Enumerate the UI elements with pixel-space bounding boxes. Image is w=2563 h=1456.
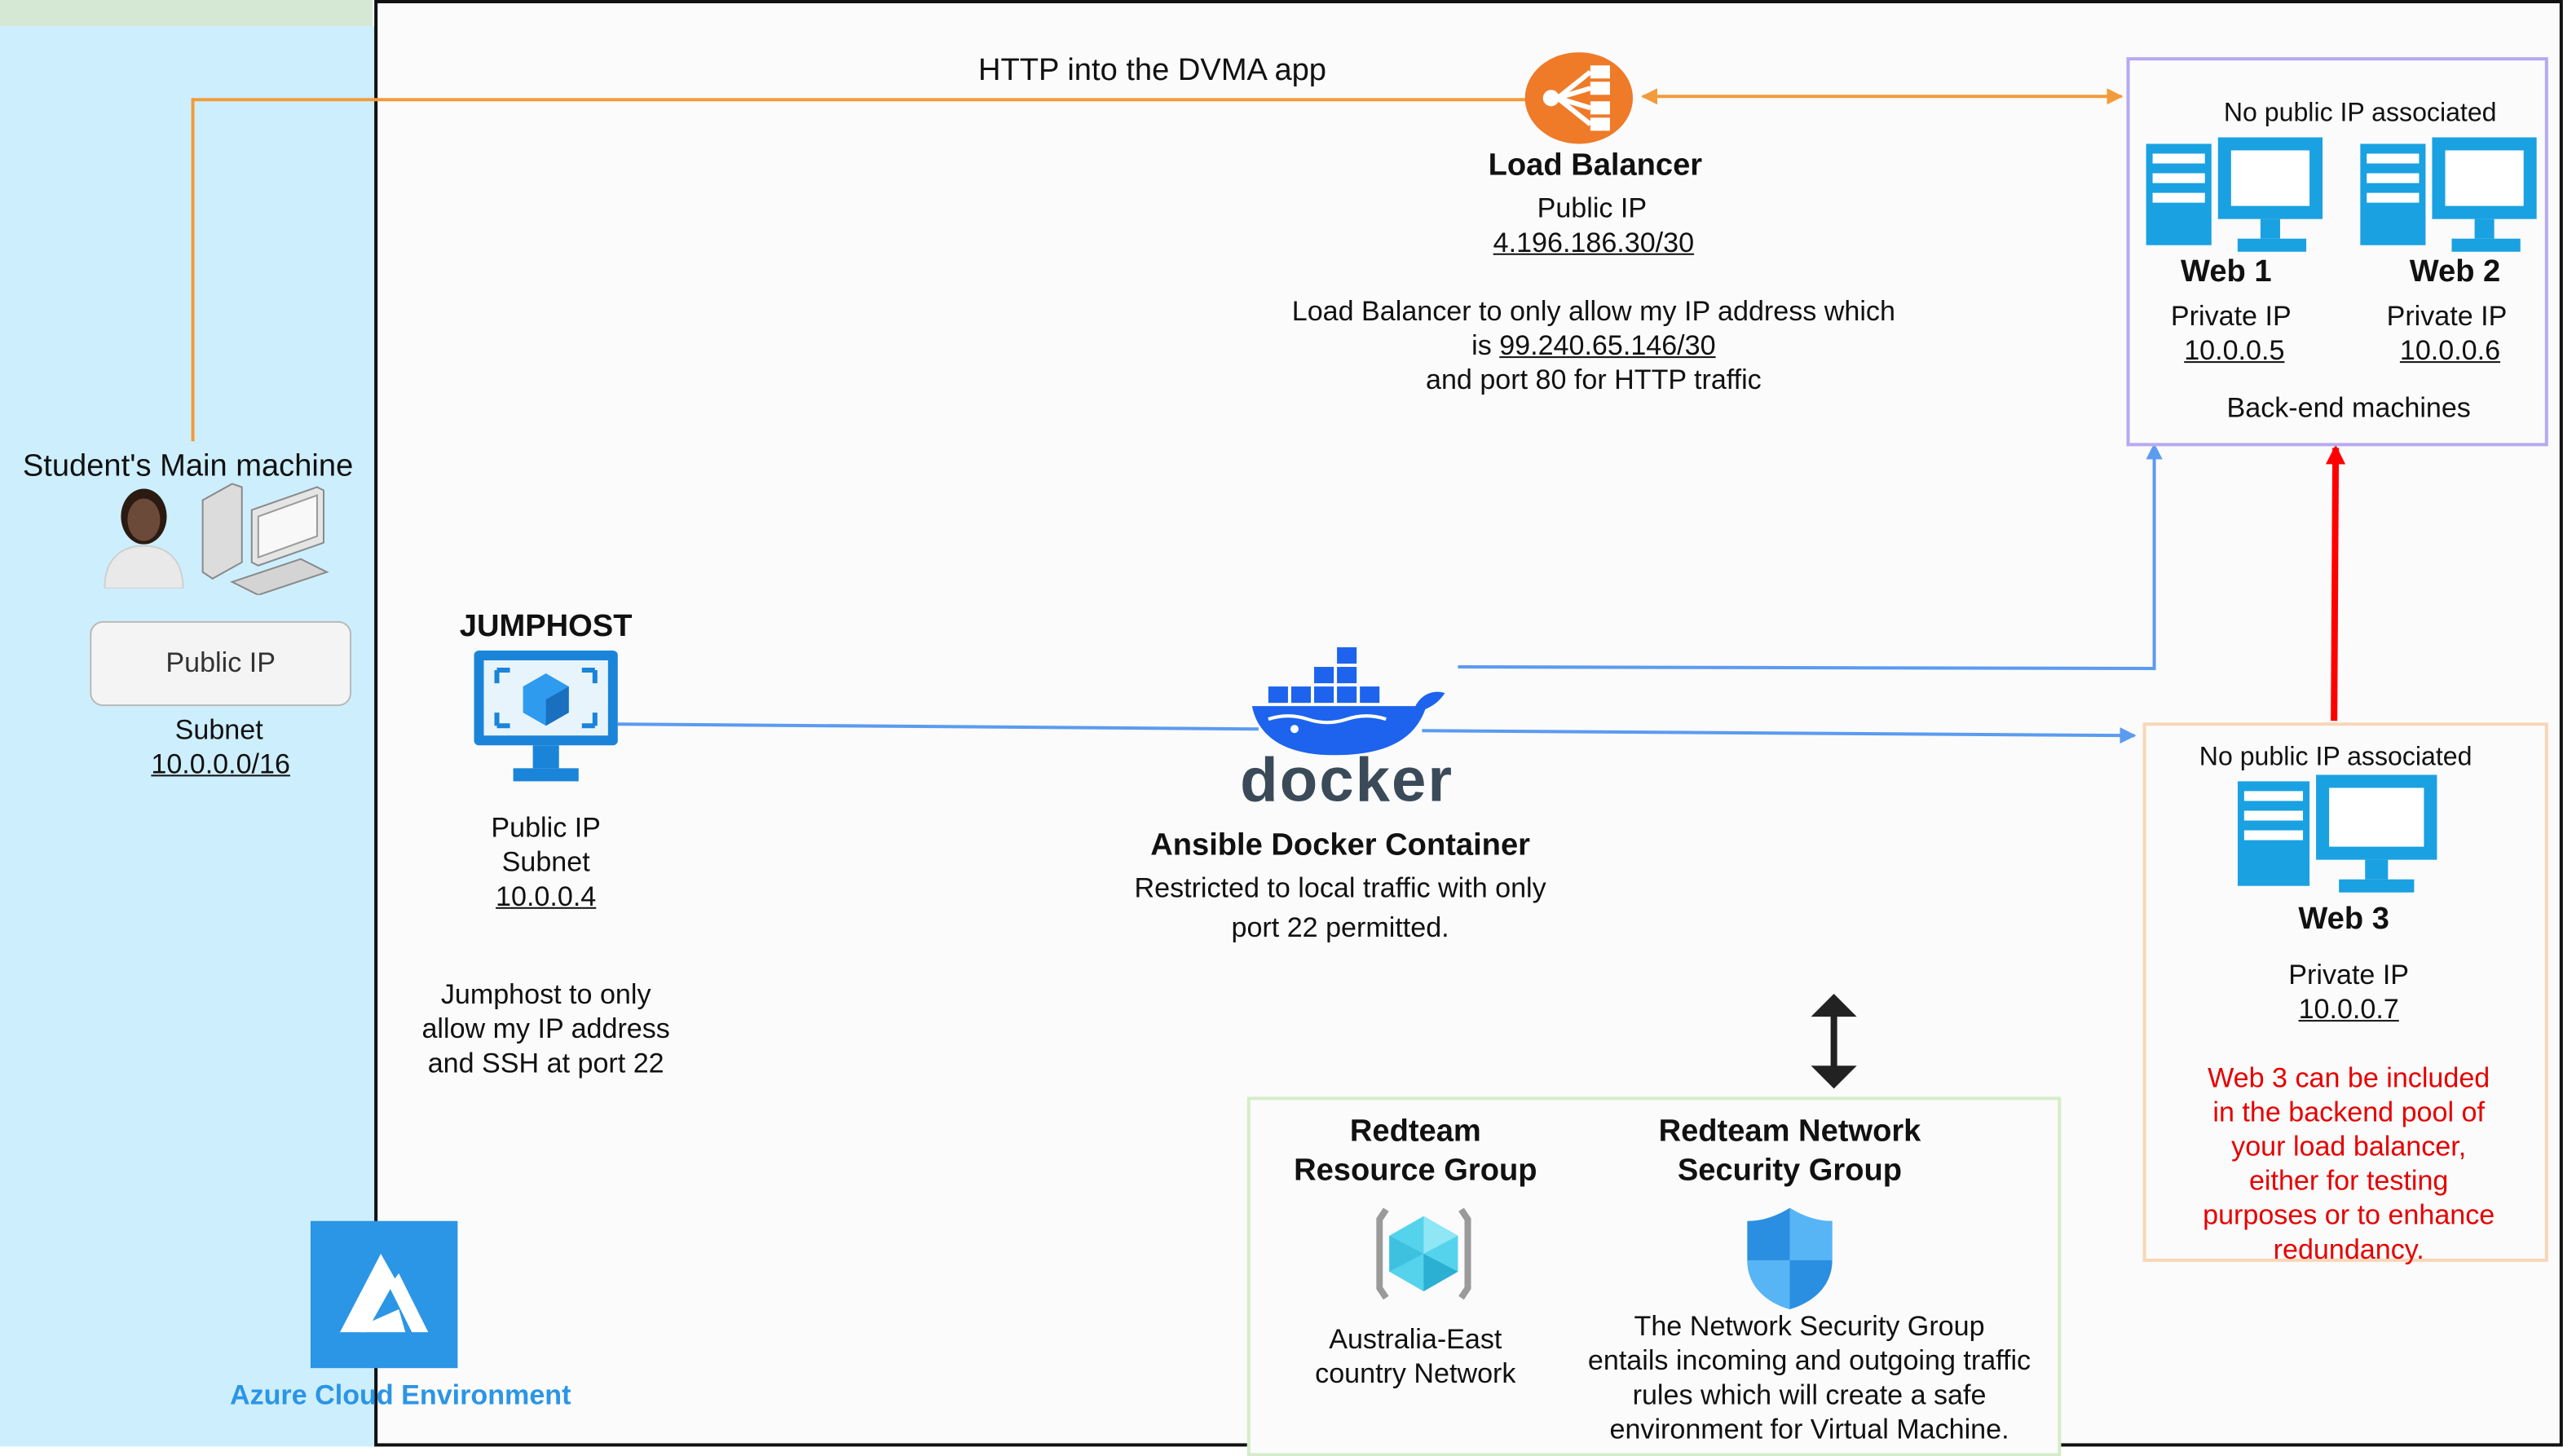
- web3-server-icon: [2237, 774, 2437, 893]
- azure-logo-icon: [310, 1220, 458, 1369]
- jumphost-note-line3: and SSH at port 22: [427, 1048, 664, 1079]
- web3-red-note-line1: Web 3 can be included: [2208, 1062, 2490, 1094]
- web3-red-note-line4: either for testing: [2248, 1165, 2449, 1197]
- backend-machines-box: [2126, 57, 2548, 447]
- load-balancer-ip: 4.196.186.30/30: [1493, 227, 1695, 258]
- nsg-desc-line2: entails incoming and outgoing traffic: [1587, 1345, 2031, 1377]
- resource-group-desc-line1: Australia-East: [1329, 1324, 1502, 1356]
- allowed-ip: 99.240.65.146/30: [1499, 330, 1716, 362]
- azure-environment-panel: [0, 26, 378, 1447]
- docker-line1: Restricted to local traffic with only: [1134, 872, 1546, 904]
- shield-icon: [1747, 1207, 1833, 1310]
- resource-group-icon: [1376, 1207, 1471, 1300]
- http-connector: [191, 98, 1529, 442]
- nsg-title-line1: Redteam Network: [1658, 1114, 1921, 1149]
- web3-title: Web 3: [2298, 902, 2389, 937]
- load-balancer-note-line2: is 99.240.65.146/30: [1242, 329, 1945, 363]
- web3-no-public-ip-note: No public IP associated: [2199, 743, 2473, 772]
- backend-no-public-ip-note: No public IP associated: [2223, 99, 2497, 128]
- student-machine-title: Student's Main machine: [22, 449, 354, 484]
- jumphost-note-line1: Jumphost to only: [440, 978, 651, 1011]
- load-balancer-note-line3: and port 80 for HTTP traffic: [1425, 364, 1762, 396]
- jumphost-subnet-label: Subnet: [501, 846, 590, 878]
- desktop-computer-icon: [201, 483, 329, 595]
- web2-title: Web 2: [2409, 254, 2501, 289]
- top-left-strip: [0, 0, 373, 27]
- http-label: HTTP into the DVMA app: [977, 54, 1327, 89]
- backend-caption: Back-end machines: [2226, 392, 2471, 424]
- web3-red-note-line6: redundancy.: [2273, 1233, 2424, 1265]
- jumphost-docker-connector: [617, 722, 1259, 731]
- web2-ip: 10.0.0.6: [2399, 335, 2501, 367]
- load-balancer-ip-label: Public IP: [1537, 192, 1648, 224]
- docker-web3-connector: [1422, 727, 2137, 744]
- docker-whale-icon: [1251, 646, 1445, 756]
- web1-ip-label: Private IP: [2170, 300, 2292, 333]
- jumphost-vm-icon: [474, 650, 618, 782]
- jumphost-public-ip-label: Public IP: [491, 812, 601, 844]
- resource-group-title-line1: Redteam: [1349, 1114, 1481, 1149]
- docker-wordmark: docker: [1240, 747, 1454, 816]
- student-subnet-label: Subnet: [174, 714, 263, 746]
- nsg-desc-line1: The Network Security Group: [1634, 1311, 1985, 1343]
- nsg-desc-line4: environment for Virtual Machine.: [1609, 1414, 2009, 1445]
- nsg-desc-line3: rules which will create a safe: [1632, 1379, 1987, 1411]
- docker-web12-connector: [1458, 443, 2163, 671]
- docker-title: Ansible Docker Container: [1150, 828, 1530, 863]
- web3-backend-connector: [2325, 444, 2346, 721]
- web1-title: Web 1: [2181, 254, 2272, 289]
- note-prefix: is: [1471, 330, 1500, 362]
- jumphost-note-line2: allow my IP address: [421, 1013, 670, 1045]
- web3-ip-label: Private IP: [2288, 959, 2410, 991]
- web1-ip: 10.0.0.5: [2184, 335, 2285, 367]
- web3-red-note-line3: your load balancer,: [2231, 1131, 2467, 1163]
- web3-red-note-line5: purposes or to enhance: [2203, 1199, 2495, 1231]
- student-subnet-value: 10.0.0.0/16: [151, 748, 290, 780]
- nsg-title-line2: Security Group: [1677, 1154, 1903, 1189]
- load-balancer-title: Load Balancer: [1488, 148, 1703, 183]
- double-arrow-icon: [1811, 994, 1857, 1089]
- web2-ip-label: Private IP: [2386, 300, 2508, 333]
- student-avatar-icon: [104, 488, 184, 589]
- load-balancer-note-line1: Load Balancer to only allow my IP addres…: [1291, 295, 1895, 328]
- docker-line2: port 22 permitted.: [1231, 911, 1449, 943]
- jumphost-ip: 10.0.0.4: [496, 880, 597, 912]
- load-balancer-icon: [1524, 52, 1633, 144]
- resource-group-desc-line2: country Network: [1315, 1358, 1516, 1390]
- web2-server-icon: [2360, 137, 2537, 252]
- web1-server-icon: [2146, 137, 2323, 252]
- resource-group-title-line2: Resource Group: [1294, 1154, 1537, 1189]
- web3-ip: 10.0.0.7: [2298, 994, 2399, 1026]
- web3-red-note-line2: in the backend pool of: [2212, 1096, 2485, 1128]
- jumphost-title: JUMPHOST: [459, 609, 633, 644]
- public-ip-box: Public IP: [90, 620, 352, 707]
- azure-environment-label: Azure Cloud Environment: [229, 1379, 571, 1411]
